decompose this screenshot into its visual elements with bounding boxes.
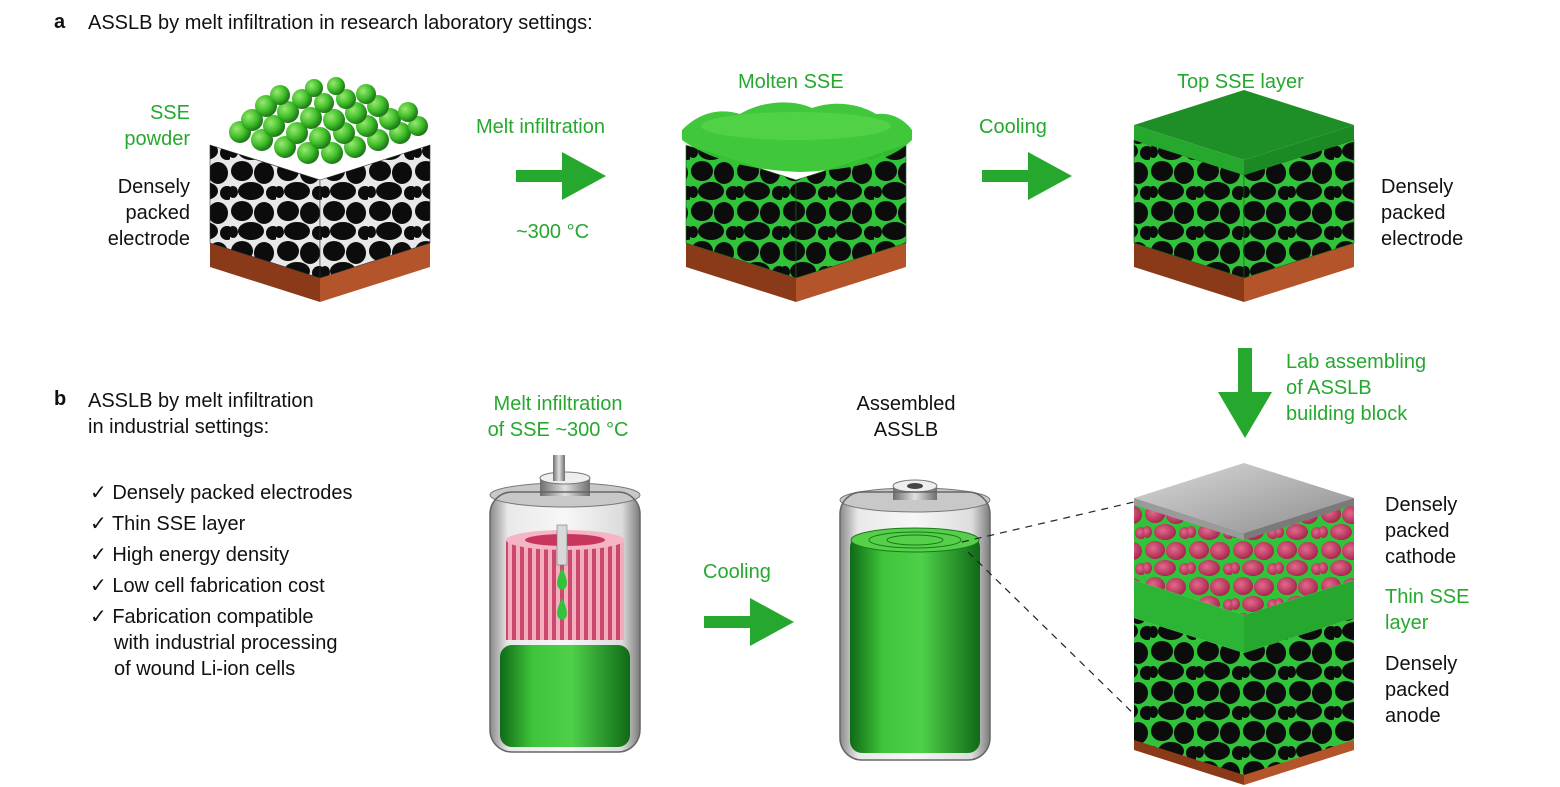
cylinder-assembled-asslb	[839, 479, 991, 761]
arrow-cooling-a	[982, 152, 1072, 200]
checklist-item: ✓ Low cell fabrication cost	[90, 575, 325, 597]
checklist: ✓ Densely packed electrodes ✓ Thin SSE l…	[90, 480, 352, 682]
label-cooling-a: Cooling	[979, 116, 1047, 138]
label-molten-sse: Molten SSE	[738, 71, 844, 93]
powder-spheres	[229, 77, 428, 164]
panel-a-title: ASSLB by melt infiltration in research l…	[88, 12, 593, 34]
panel-a-letter: a	[54, 11, 66, 33]
cylinder-melt-infiltration	[489, 455, 641, 753]
label-temperature-a: ~300 °C	[516, 221, 590, 243]
label-cooling-b: Cooling	[703, 561, 771, 583]
zoom-line-bottom	[967, 551, 1141, 721]
checklist-item: ✓ High energy density	[90, 544, 290, 566]
arrow-lab-assembling	[1218, 348, 1272, 438]
checklist-item: ✓ Thin SSE layer	[90, 513, 246, 535]
zoom-line-top	[961, 501, 1135, 543]
cube-top-sse-layer	[1133, 90, 1355, 302]
panel-b-letter: b	[54, 388, 67, 410]
cube-molten-sse	[682, 102, 912, 302]
cube-sse-powder	[209, 77, 431, 302]
arrow-cooling-b	[704, 598, 794, 646]
checklist-item: ✓ Fabrication compatible with industrial…	[90, 606, 338, 680]
label-melt-infiltration: Melt infiltration	[476, 116, 605, 138]
checklist-item: ✓ Densely packed electrodes	[90, 482, 353, 504]
label-top-sse-layer: Top SSE layer	[1177, 71, 1304, 93]
arrow-melt-infiltration	[516, 152, 606, 200]
cube-asslb-building-block	[1134, 463, 1354, 785]
